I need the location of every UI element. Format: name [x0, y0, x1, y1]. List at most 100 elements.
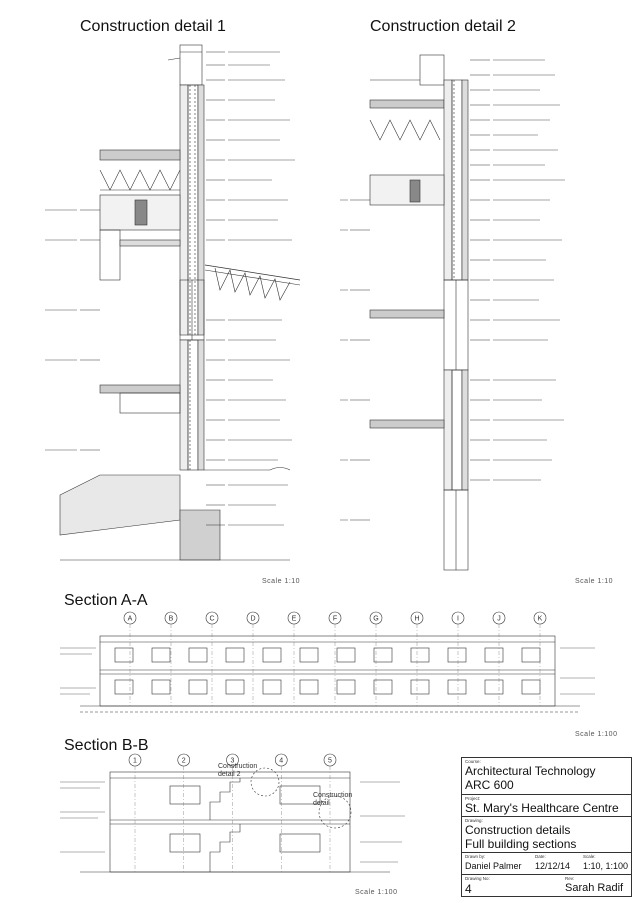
section-window	[373, 647, 393, 663]
gridline-label: A	[128, 616, 133, 623]
gridline-bubble	[369, 611, 383, 625]
gridline-bubble	[164, 611, 178, 625]
section-window	[262, 647, 282, 663]
course-line-2: ARC 600	[465, 778, 514, 792]
heading-section-a-a: Section A-A	[64, 592, 148, 609]
project-name: St. Mary's Healthcare Centre	[465, 801, 619, 815]
section-a-a-drawing: A B C D E F G H I J K	[60, 611, 595, 713]
title-block-number: Drawing No: 4 Rev: Sarah Radif	[462, 874, 631, 898]
gridline-bubble	[410, 611, 424, 625]
course-label: Course:	[465, 759, 481, 764]
section-a-a-scale: Scale 1:100	[575, 731, 618, 738]
drawn-by-value: Daniel Palmer	[465, 861, 522, 871]
section-window	[151, 679, 171, 695]
title-block-project: Project: St. Mary's Healthcare Centre	[462, 794, 631, 816]
drawn-by-label: Drawn by:	[465, 854, 486, 859]
section-window	[299, 647, 319, 663]
drawing-label: Drawing:	[465, 818, 483, 823]
section-window	[410, 647, 430, 663]
section-window	[262, 679, 282, 695]
callout-construction-detail: Construction detail	[313, 792, 353, 807]
section-window	[447, 647, 467, 663]
section-window	[447, 679, 467, 695]
section-window	[336, 647, 356, 663]
title-block: Course: Architectural Technology ARC 600…	[461, 757, 632, 897]
gridline-label: K	[538, 616, 543, 623]
gridline-bubble	[226, 753, 239, 767]
gridline-bubble	[128, 753, 142, 767]
drawing-no-value: 4	[465, 882, 472, 896]
construction-detail-1-drawing	[45, 44, 301, 561]
rev-cell: Rev: Sarah Radif	[562, 875, 633, 898]
drawing-no-label: Drawing No:	[465, 876, 490, 881]
gridline-bubble	[246, 611, 260, 625]
rev-label: Rev:	[565, 876, 575, 881]
date-label: Date:	[535, 854, 546, 859]
section-window	[225, 647, 245, 663]
section-window	[410, 679, 430, 695]
section-window	[373, 679, 393, 695]
gridline-label: 4	[279, 758, 283, 765]
section-window	[151, 647, 171, 663]
gridline-label: J	[497, 616, 501, 623]
section-window	[114, 647, 134, 663]
gridline-label: C	[209, 616, 214, 623]
gridline-bubble	[492, 611, 506, 625]
gridline-label: B	[169, 616, 174, 623]
callout-construction-detail-2: Construction detail 2	[218, 763, 258, 778]
section-b-b-scale: Scale 1:100	[355, 889, 398, 896]
title-block-meta: Drawn by: Daniel Palmer Date: 12/12/14 S…	[462, 852, 631, 874]
section-window	[336, 679, 356, 695]
title-block-course: Course: Architectural Technology ARC 600	[462, 758, 631, 794]
rev-value: Sarah Radif	[565, 882, 624, 894]
detail-2-scale: Scale 1:10	[575, 578, 614, 585]
section-b-b-drawing: 1 2 3 4 5	[60, 753, 405, 873]
drawing-line-2: Full building sections	[465, 837, 577, 851]
section-window	[521, 679, 541, 695]
scale-value: 1:10, 1:100	[583, 861, 629, 871]
gridline-label: H	[414, 616, 419, 623]
heading-construction-detail-1: Construction detail 1	[80, 18, 226, 35]
date-cell: Date: 12/12/14	[532, 853, 580, 874]
date-value: 12/12/14	[535, 861, 571, 871]
drawing-no-cell: Drawing No: 4	[462, 875, 562, 898]
gridline-label: I	[457, 616, 459, 623]
title-block-drawing: Drawing: Construction details Full build…	[462, 816, 631, 852]
section-window	[188, 647, 208, 663]
gridline-bubble	[123, 611, 137, 625]
section-window	[299, 679, 319, 695]
section-window	[521, 647, 541, 663]
gridline-bubble	[533, 611, 547, 625]
gridline-bubble	[328, 611, 342, 625]
gridline-label: E	[292, 616, 297, 623]
gridline-label: 1	[133, 758, 137, 765]
section-window	[225, 679, 245, 695]
gridline-label: 5	[328, 758, 332, 765]
gridline-bubble	[177, 753, 191, 767]
gridline-bubble	[323, 753, 337, 767]
gridline-label: G	[373, 616, 378, 623]
detail-1-scale: Scale 1:10	[262, 578, 301, 585]
section-window	[188, 679, 208, 695]
course-line-1: Architectural Technology	[465, 764, 596, 778]
scale-cell: Scale: 1:10, 1:100	[580, 853, 633, 874]
heading-section-b-b: Section B-B	[64, 737, 149, 754]
section-window	[484, 679, 504, 695]
construction-detail-2-drawing	[340, 54, 565, 571]
project-label: Project:	[465, 796, 481, 801]
section-window	[114, 679, 134, 695]
gridline-bubble	[287, 611, 301, 625]
gridline-label: D	[250, 616, 255, 623]
section-window	[484, 647, 504, 663]
heading-construction-detail-2: Construction detail 2	[370, 18, 516, 35]
gridline-label: 3	[231, 758, 235, 765]
drawn-by-cell: Drawn by: Daniel Palmer	[462, 853, 532, 874]
drawing-line-1: Construction details	[465, 823, 571, 837]
gridline-label: 2	[182, 758, 186, 765]
gridline-bubble	[451, 611, 465, 625]
gridline-bubble	[205, 611, 219, 625]
scale-label: Scale:	[583, 854, 596, 859]
gridline-bubble	[274, 753, 288, 767]
gridline-label: F	[333, 616, 337, 623]
